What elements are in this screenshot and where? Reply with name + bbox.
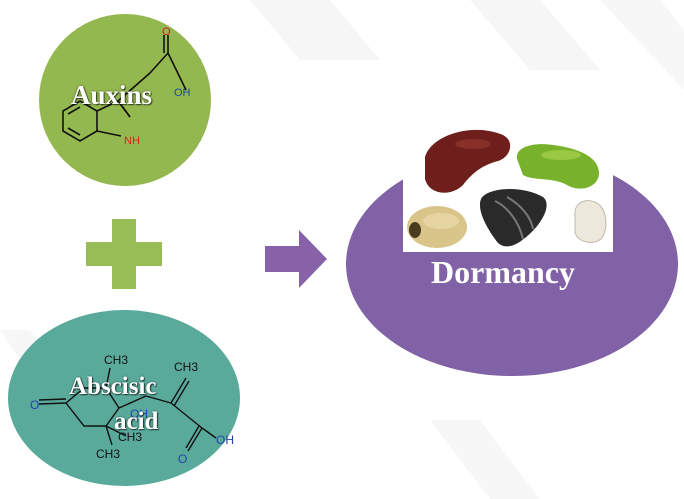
- auxins-nh: NH: [124, 135, 140, 147]
- auxins-circle: O OH NH: [39, 14, 211, 186]
- seeds-image: [403, 117, 613, 252]
- aba-acid-o: O: [178, 452, 187, 466]
- abscisic-structure: [38, 367, 217, 452]
- dormancy-label: Dormancy: [431, 254, 575, 290]
- aba-ketone-o: O: [30, 398, 39, 412]
- aba-methyl-top: CH3: [104, 353, 128, 367]
- cream-seed: [407, 206, 467, 248]
- aba-ring-oh: OH: [130, 407, 148, 421]
- aba-methyl-a: CH3: [118, 430, 142, 444]
- auxins-label: Auxins: [71, 80, 153, 110]
- red-kidney-bean: [425, 129, 511, 193]
- green-bean: [516, 144, 599, 189]
- auxins-hydroxyl: OH: [174, 87, 191, 99]
- abscisic-label-line2: acid: [114, 408, 159, 435]
- arrow-icon: [265, 230, 327, 288]
- abscisic-label-line1: Abscisic: [69, 373, 157, 400]
- auxins-oxygen: O: [162, 26, 171, 38]
- plus-icon: [86, 219, 162, 289]
- aba-side-methyl: CH3: [174, 360, 198, 374]
- indole-structure: [62, 35, 187, 142]
- auxins-node: O OH NH Auxins: [38, 13, 212, 187]
- sunflower-seed: [479, 188, 547, 247]
- aba-methyl-b: CH3: [96, 447, 120, 461]
- abscisic-acid-circle: O CH3 OH CH3 CH3 CH3 O OH: [8, 310, 240, 486]
- abscisic-acid-node: O CH3 OH CH3 CH3 CH3 O OH Abscisic acid: [6, 308, 242, 488]
- aba-acid-oh: OH: [216, 433, 234, 447]
- white-seed: [574, 200, 607, 243]
